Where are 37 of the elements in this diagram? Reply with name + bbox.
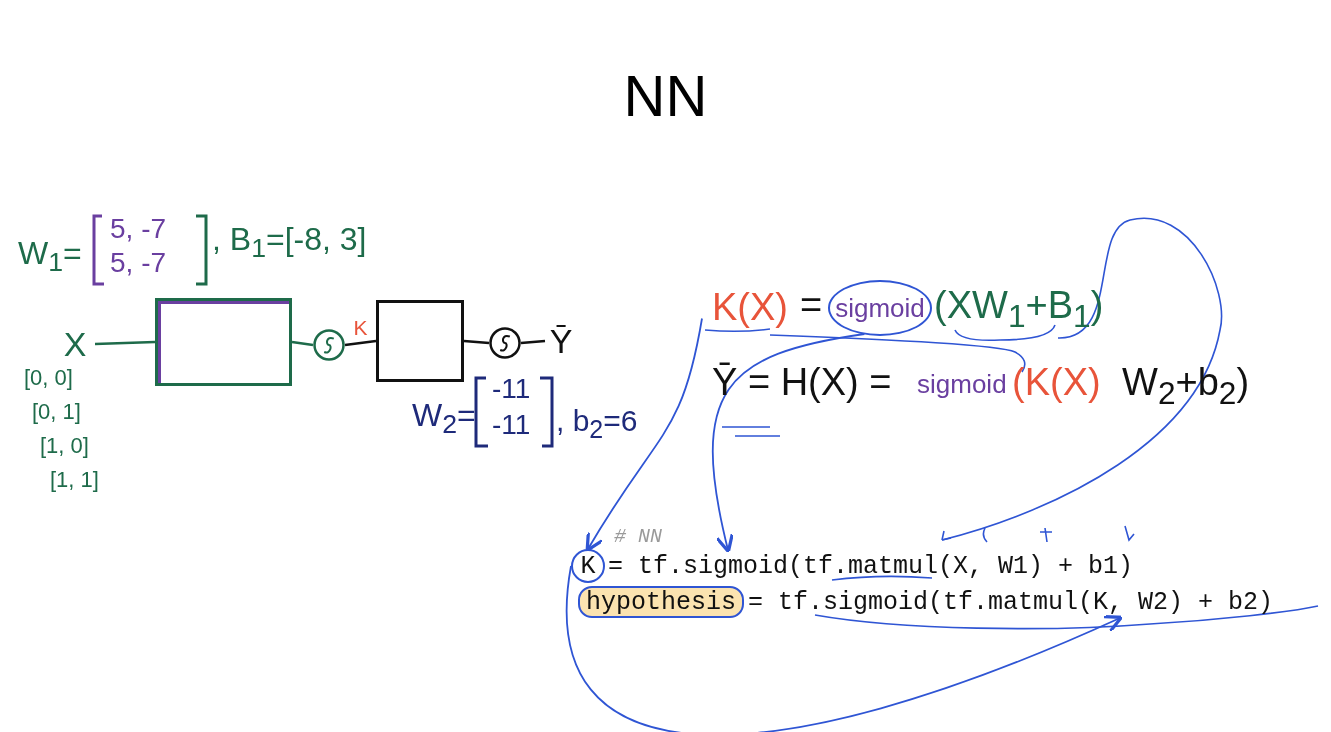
connector bbox=[520, 339, 546, 345]
highlighted-code-term: hypothesis bbox=[578, 586, 744, 618]
input-variable: X bbox=[55, 322, 95, 366]
code-comment: # NN bbox=[614, 526, 662, 548]
input-row: [1, 1] bbox=[50, 468, 99, 493]
output-variable: Ȳ bbox=[545, 320, 577, 362]
circled-code-term: K bbox=[571, 549, 605, 583]
slide-title: NN bbox=[622, 62, 709, 129]
matrix-row: -11 bbox=[492, 410, 531, 441]
connector bbox=[94, 340, 156, 346]
matrix-row: 5, -7 bbox=[110, 248, 167, 279]
connector bbox=[463, 339, 490, 345]
sigmoid-circle bbox=[489, 327, 521, 359]
layer-box bbox=[376, 300, 464, 382]
code-line: = tf.sigmoid(tf.matmul(K, W2) + b2) bbox=[748, 586, 1288, 618]
code-line: = tf.sigmoid(tf.matmul(X, W1) + b1) bbox=[608, 550, 1148, 582]
bias-values: , B$_{1}$=[-8, 3] bbox=[212, 222, 367, 264]
connector bbox=[291, 340, 314, 347]
formula-text: = bbox=[800, 285, 823, 327]
circled-formula-term: sigmoid bbox=[828, 280, 932, 336]
input-row: [1, 0] bbox=[40, 434, 89, 459]
layer-box bbox=[155, 298, 292, 386]
matrix-name: W$_{2}$= bbox=[412, 398, 476, 440]
matrix-row: -11 bbox=[492, 374, 531, 405]
connector bbox=[585, 317, 703, 552]
input-row: [0, 0] bbox=[24, 366, 73, 391]
bias-values: , b$_{2}$=6 bbox=[556, 404, 638, 444]
formula-text: sigmoid bbox=[917, 370, 1007, 399]
matrix-row: 5, -7 bbox=[110, 214, 167, 245]
sigmoid-circle bbox=[313, 329, 345, 361]
formula-text: (K(X) bbox=[1012, 362, 1101, 404]
formula-term: K(X) bbox=[702, 284, 798, 330]
formula-text: Ȳ = H(X) = bbox=[712, 362, 892, 404]
matrix-name: W$_{1}$= bbox=[18, 236, 82, 278]
input-row: [0, 1] bbox=[32, 400, 81, 425]
connector bbox=[565, 565, 1124, 732]
connector bbox=[344, 339, 377, 347]
